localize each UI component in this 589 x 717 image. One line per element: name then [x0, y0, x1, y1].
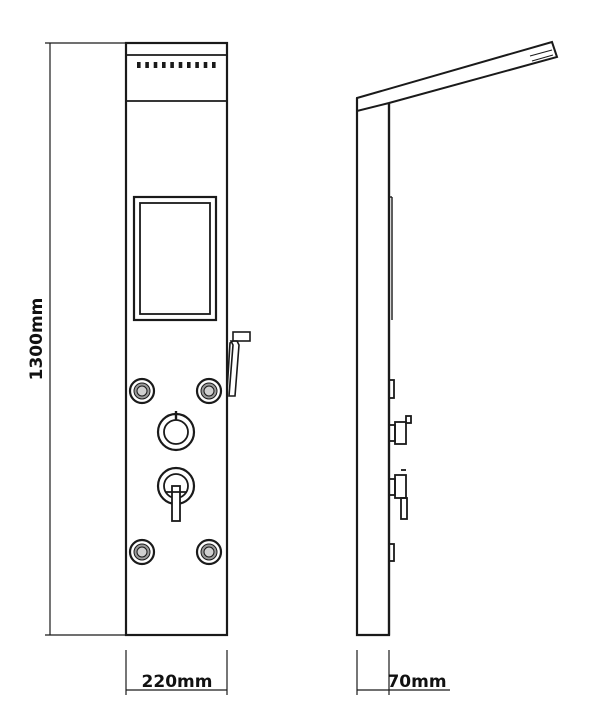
height-label: 1300mm: [27, 298, 47, 381]
front-view: [124, 41, 251, 637]
side-body-jet-bottom: [388, 543, 395, 562]
hand-shower-holder: [226, 331, 251, 397]
side-diverter-knob: [388, 415, 412, 445]
side-mixer-handle: [388, 469, 408, 520]
side-body-jet-top: [388, 379, 395, 399]
body-jet-top-right: [195, 377, 223, 405]
side-depth-dimension: [356, 650, 450, 695]
side-depth-label: 70mm: [387, 672, 446, 692]
height-dimension: [45, 42, 126, 636]
rain-shower-nozzle-row: [137, 62, 216, 68]
rain-shower-nozzle: [203, 62, 208, 68]
rain-shower-nozzle: [187, 62, 191, 68]
side-view: [355, 40, 559, 637]
front-width-dimension: [125, 650, 228, 695]
rain-shower-nozzle: [212, 62, 216, 68]
side-panel-body: [355, 98, 391, 637]
rain-shower-nozzle: [153, 62, 158, 68]
rain-shower-nozzle: [178, 62, 183, 68]
rain-shower-nozzle: [162, 62, 166, 68]
front-width-label: 220mm: [142, 672, 213, 692]
body-jet-bottom-right: [195, 538, 223, 566]
diverter-knob: [156, 411, 196, 452]
display-screen: [139, 202, 211, 315]
display-screen-frame: [132, 195, 218, 322]
rain-shower-nozzle: [170, 62, 174, 68]
rain-shower-nozzle: [145, 62, 149, 68]
body-jet-bottom-left: [128, 538, 156, 566]
mixer-handle: [156, 466, 196, 522]
rain-shower-arm: [356, 40, 559, 113]
rain-shower-nozzle: [137, 62, 141, 68]
rain-shower-nozzle: [195, 62, 199, 68]
body-jet-top-left: [128, 377, 156, 405]
front-panel-body: [124, 41, 229, 637]
